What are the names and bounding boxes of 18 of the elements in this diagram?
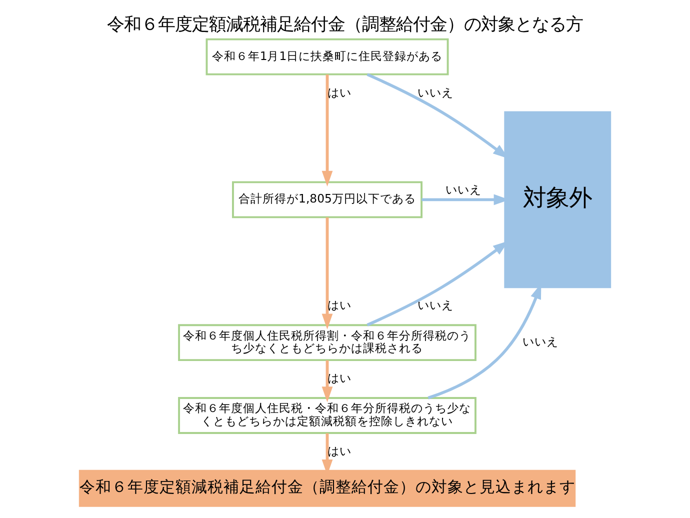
arrow (322, 360, 333, 402)
node-box: 令和６年度個人住民税所得割・令和６年分所得税のうち少なくともどちらかは課税される (178, 324, 476, 362)
edge-label: いいえ (522, 334, 559, 349)
arrow (322, 217, 333, 330)
node-box: 対象外 (504, 111, 612, 288)
edge-label: はい (327, 85, 352, 100)
edge-label: いいえ (445, 182, 482, 196)
node-box: 合計所得が1,805万円以下である (232, 181, 423, 218)
edge-label: はい (327, 371, 352, 386)
edge-label: いいえ (418, 85, 454, 100)
node-box: 令和６年度個人住民税・令和６年分所得税のうち少なくともどちらかは定額減税額を控除しきれない (178, 397, 476, 434)
node-box: 令和６年1月1日に扶桑町に住民登録がある (206, 38, 449, 76)
arrow (322, 74, 333, 186)
diagram-title: 令和６年度定額減税補足給付金（調整給付金）の対象となる方 (107, 15, 583, 35)
edge-label: いいえ (418, 298, 454, 312)
edge-label: はい (327, 444, 352, 458)
node-box: 令和６年度定額減税補足給付金（調整給付金）の対象と見込まれます (78, 470, 576, 507)
edge-label: はい (327, 298, 352, 312)
